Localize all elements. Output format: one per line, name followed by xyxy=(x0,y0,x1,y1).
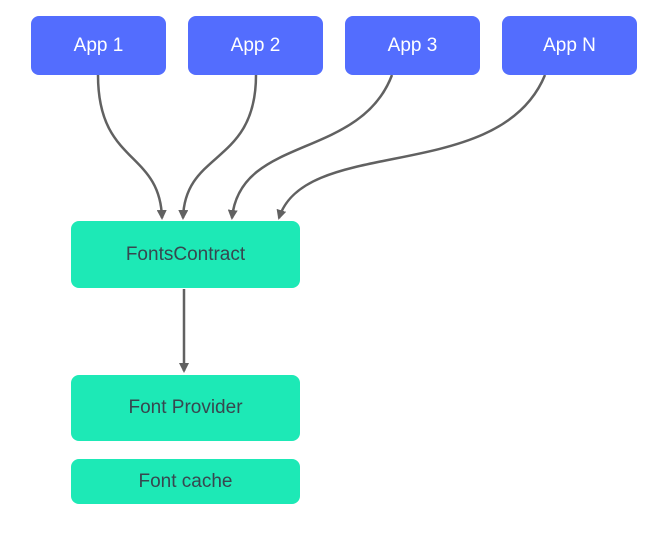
app-n-node: App N xyxy=(502,16,637,75)
arrow-appn-to-contract xyxy=(276,74,547,220)
font-cache-label: Font cache xyxy=(138,470,233,492)
app-1-label: App 1 xyxy=(73,34,124,56)
arrow-app3-to-contract xyxy=(227,74,394,220)
app-n-label: App N xyxy=(543,34,596,56)
arrow-app1-to-contract xyxy=(96,74,167,220)
app-1-node: App 1 xyxy=(31,16,166,75)
app-2-node: App 2 xyxy=(188,16,323,75)
font-cache-node: Font cache xyxy=(71,459,300,504)
fonts-contract-label: FontsContract xyxy=(125,243,246,265)
font-provider-node: Font Provider xyxy=(71,375,300,441)
arrow-app2-to-contract xyxy=(178,74,258,220)
font-provider-label: Font Provider xyxy=(128,397,243,418)
app-3-label: App 3 xyxy=(387,34,438,56)
fonts-contract-node: FontsContract xyxy=(71,221,300,288)
app-2-label: App 2 xyxy=(230,34,281,56)
app-3-node: App 3 xyxy=(345,16,480,75)
